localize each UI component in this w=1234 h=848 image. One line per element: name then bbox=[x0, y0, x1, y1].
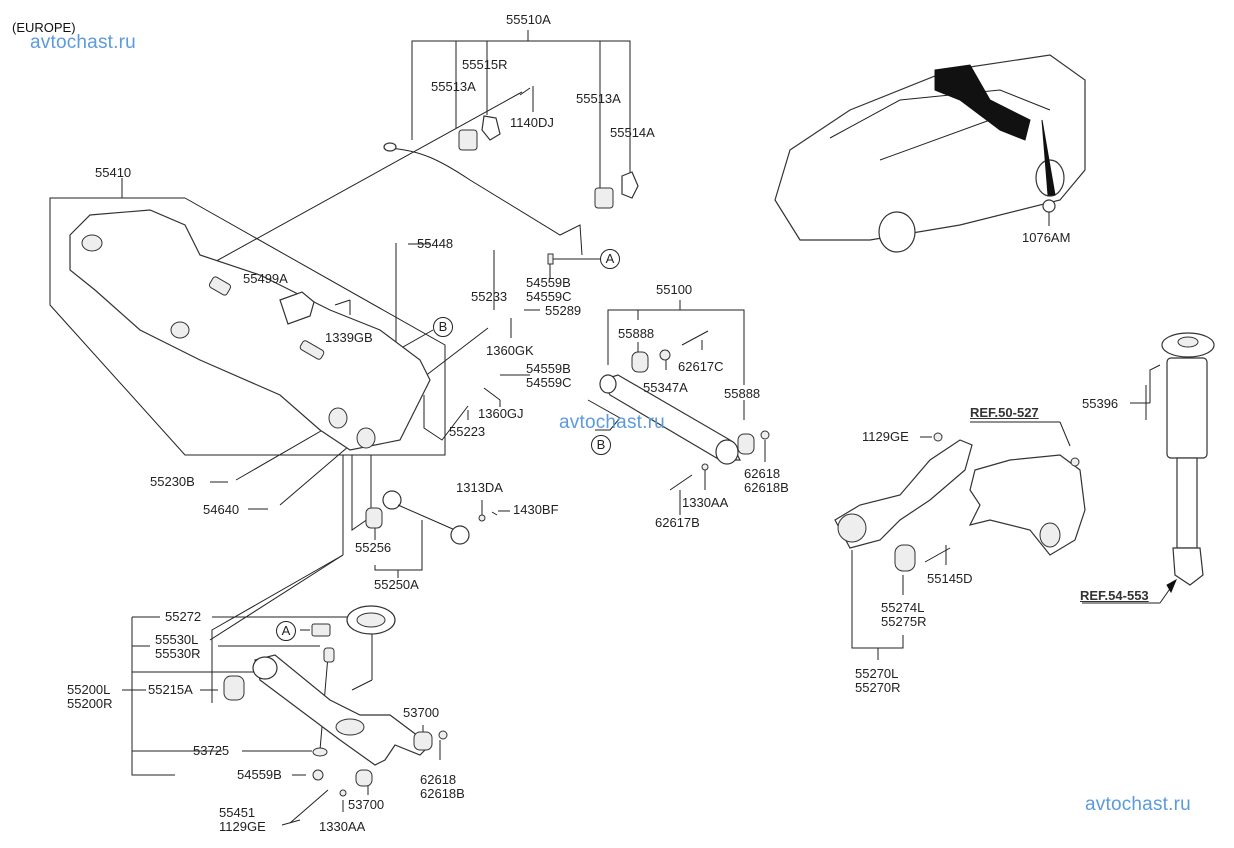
part-label-line: 54559B bbox=[526, 275, 571, 290]
part-label: 62617C bbox=[678, 359, 724, 374]
part-label: 55272 bbox=[165, 609, 202, 624]
ref-shock: REF.54-553 bbox=[1080, 588, 1149, 603]
part-label: 1360GJ bbox=[478, 406, 524, 421]
ref-knuckle: REF.50-527 bbox=[970, 405, 1039, 420]
part-label-line: 62618B bbox=[744, 480, 789, 495]
part-label: 55289 bbox=[545, 303, 582, 318]
part-label: 1129GE bbox=[862, 429, 909, 444]
link-a-leader bbox=[547, 253, 600, 278]
part-label: 55499A bbox=[243, 271, 288, 286]
part-label-line: 62618 bbox=[420, 772, 457, 787]
part-label-line: 55270L bbox=[855, 666, 899, 681]
car-illustration bbox=[774, 54, 1086, 253]
upper-arm bbox=[599, 330, 770, 491]
part-label: 55396 bbox=[1082, 396, 1119, 411]
part-label: 55250A bbox=[374, 577, 419, 592]
callout-b: B bbox=[591, 435, 611, 455]
assist-arm bbox=[365, 490, 498, 545]
part-label: 1330AA bbox=[319, 819, 366, 834]
part-label: 1360GK bbox=[486, 343, 534, 358]
part-label-line: 54559B bbox=[526, 361, 571, 376]
part-label: 55513A bbox=[431, 79, 476, 94]
part-label: 55145D bbox=[927, 571, 973, 586]
watermark: avtochast.ru bbox=[559, 412, 665, 433]
part-label: 54559B bbox=[237, 767, 282, 782]
part-label-line: 55451 bbox=[219, 805, 256, 820]
part-label: 55233 bbox=[471, 289, 508, 304]
part-label: 1313DA bbox=[456, 480, 503, 495]
part-label: 62617B bbox=[655, 515, 700, 530]
part-label: 55256 bbox=[355, 540, 392, 555]
part-label-line: 55530L bbox=[155, 632, 199, 647]
part-label-line: 55200L bbox=[67, 682, 111, 697]
part-label: 55888 bbox=[618, 326, 655, 341]
part-label: 55514A bbox=[610, 125, 655, 140]
part-label-line: 1129GE bbox=[219, 819, 266, 834]
shock-absorber bbox=[1145, 332, 1215, 594]
part-label: 54640 bbox=[203, 502, 240, 517]
part-label: 55100 bbox=[656, 282, 693, 297]
part-label: 55888 bbox=[724, 386, 761, 401]
part-label: 1076AM bbox=[1022, 230, 1071, 245]
part-label: 55410 bbox=[95, 165, 132, 180]
part-label: 55223 bbox=[449, 424, 486, 439]
part-label: 55448 bbox=[417, 236, 454, 251]
part-label-line: 54559C bbox=[526, 375, 572, 390]
part-label: 55230B bbox=[150, 474, 195, 489]
stabilizer-bar bbox=[383, 87, 639, 256]
part-label-line: 55275R bbox=[881, 614, 927, 629]
region-label: (EUROPE) bbox=[12, 20, 76, 35]
trailing-arm bbox=[834, 432, 973, 572]
part-label: 53700 bbox=[348, 797, 385, 812]
watermark: avtochast.ru bbox=[30, 32, 136, 53]
part-label: 55515R bbox=[462, 57, 508, 72]
part-label-line: 55200R bbox=[67, 696, 113, 711]
trailing-arm-leaders bbox=[851, 364, 1175, 660]
upper-arm-leaders bbox=[587, 300, 766, 515]
part-label-line: 62618B bbox=[420, 786, 465, 801]
watermark: avtochast.ru bbox=[1085, 794, 1191, 815]
part-label: 55215A bbox=[148, 682, 193, 697]
part-label: 1330AA bbox=[682, 495, 729, 510]
part-label: 1430BF bbox=[513, 502, 559, 517]
part-label: 53700 bbox=[403, 705, 440, 720]
part-label: 55513A bbox=[576, 91, 621, 106]
stabilizer-group-leaders bbox=[199, 30, 631, 271]
part-label-line: 55270R bbox=[855, 680, 901, 695]
part-label-line: 62618 bbox=[744, 466, 781, 481]
part-label-line: 54559C bbox=[526, 289, 572, 304]
part-label: 1339GB bbox=[325, 330, 373, 345]
part-label: 55510A bbox=[506, 12, 551, 27]
part-label: 55347A bbox=[643, 380, 688, 395]
part-label: 53725 bbox=[193, 743, 230, 758]
part-label: 1140DJ bbox=[510, 115, 554, 130]
callout-a: A bbox=[600, 249, 620, 269]
lower-arm bbox=[223, 605, 448, 824]
part-label-line: 55530R bbox=[155, 646, 201, 661]
part-label-line: 55274L bbox=[881, 600, 925, 615]
callout-a: A bbox=[276, 621, 296, 641]
callout-b: B bbox=[433, 317, 453, 337]
knuckle bbox=[968, 454, 1086, 556]
crossmember bbox=[69, 209, 431, 451]
